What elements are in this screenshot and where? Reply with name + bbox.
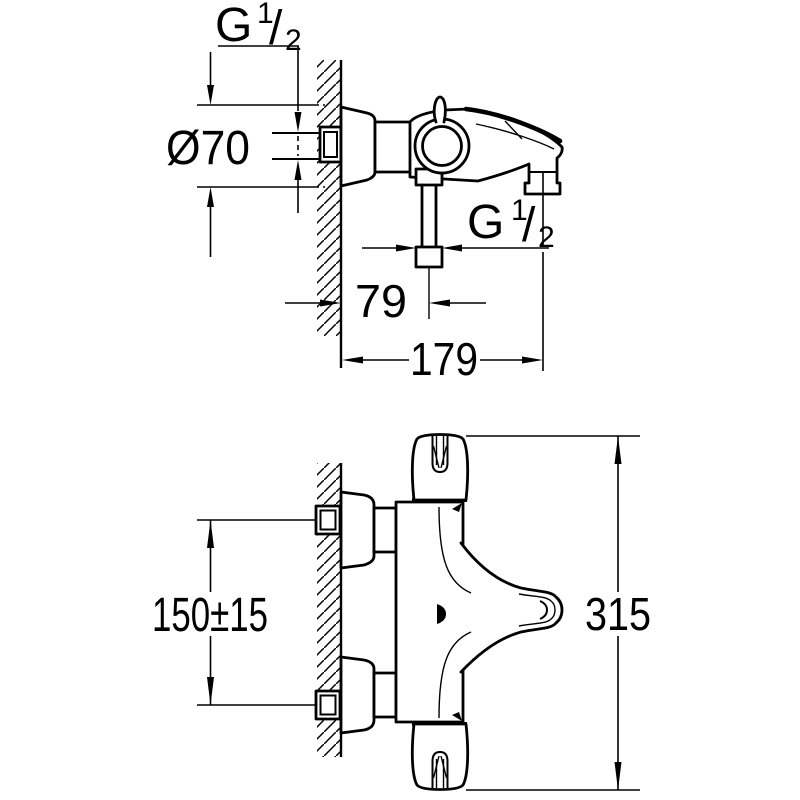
- dim-arrow: [429, 299, 450, 307]
- handle-bottom-grip: [431, 750, 449, 788]
- plan-view: [314, 433, 564, 791]
- grip-chevron: [432, 445, 448, 469]
- dim-arrow: [342, 356, 363, 364]
- spout-tip-notch: [539, 600, 549, 620]
- wall-fitting-bottom-inner: [319, 694, 337, 716]
- side-view: [272, 60, 564, 368]
- spout-inner-line: [475, 123, 555, 150]
- dim-arrow: [207, 677, 214, 705]
- thermostat-body: [394, 500, 465, 724]
- dim-arrow: [614, 762, 622, 790]
- side-view-dimensions: G 1 / 2 Ø70 G 1 / 2 79 179: [166, 0, 555, 385]
- dim-label-outlet-thread-slash: /: [522, 199, 536, 252]
- grip-chevron: [432, 755, 448, 779]
- dim-label-diameter-70: Ø70: [166, 122, 250, 175]
- dim-label-wall-thread: G: [215, 0, 252, 52]
- diverter-mark: [437, 604, 446, 624]
- connector-bottom: [372, 671, 398, 719]
- handle-top: [410, 433, 470, 502]
- dim-label-outlet-thread-den: 2: [538, 221, 555, 254]
- dim-arrow: [207, 187, 214, 207]
- dim-label-150: 150±15: [152, 589, 268, 642]
- escutcheon-bottom: [339, 655, 376, 735]
- dim-arrow: [207, 520, 214, 548]
- spout-plan-inner: [518, 593, 556, 627]
- dim-arrow: [396, 244, 416, 252]
- body-contour-line: [438, 506, 472, 594]
- downpipe-union: [414, 245, 444, 269]
- plan-view-dimensions: 150±15 315: [152, 435, 651, 791]
- handle-lever: [432, 95, 447, 124]
- dim-label-outlet-thread-num: 1: [511, 194, 528, 227]
- dim-label-outlet-thread: G: [467, 196, 504, 249]
- dim-label-315: 315: [585, 588, 651, 640]
- dim-arrow: [442, 244, 462, 252]
- handle-ring-inner: [421, 125, 463, 167]
- dim-label-wall-thread-num: 1: [257, 0, 274, 30]
- dim-arrow: [207, 85, 214, 105]
- index-mark-bottom: [452, 712, 462, 721]
- dim-label-wall-thread-slash: /: [269, 2, 283, 55]
- spout-top-edge: [463, 106, 563, 144]
- dim-label-wall-thread-den: 2: [285, 24, 302, 57]
- wall-hatch: [317, 60, 341, 336]
- wall-fitting-top-inner: [319, 509, 337, 531]
- dim-arrow: [320, 299, 341, 307]
- dim-label-179: 179: [410, 333, 478, 385]
- index-mark-top: [452, 503, 462, 512]
- dim-arrow: [294, 112, 302, 132]
- handle-top-grip: [431, 436, 449, 474]
- dim-arrow: [294, 160, 302, 180]
- dim-label-79: 79: [355, 275, 407, 327]
- spout-face-line: [504, 120, 523, 140]
- handle-bottom: [410, 722, 470, 791]
- wall-fitting-inner: [323, 131, 338, 158]
- escutcheon: [339, 105, 377, 188]
- dim-arrow: [522, 356, 543, 364]
- spout-plan: [459, 541, 564, 674]
- connector-ring: [373, 120, 413, 174]
- dim-arrow: [614, 436, 622, 464]
- connector-top: [372, 506, 398, 554]
- escutcheon-top: [339, 490, 376, 570]
- body-contour-line: [438, 631, 472, 719]
